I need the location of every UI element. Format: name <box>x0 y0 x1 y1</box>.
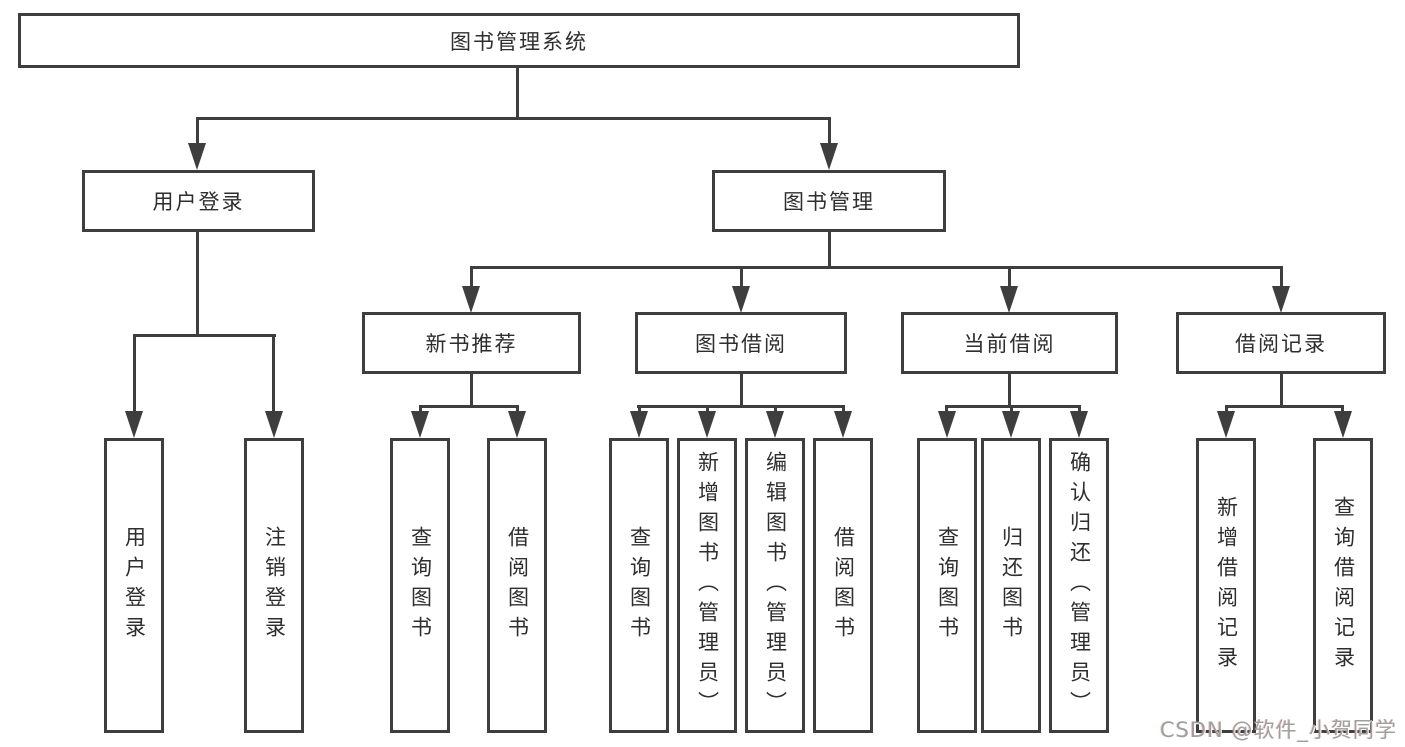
arrow-to-current-borrowing <box>1000 286 1018 313</box>
csdn-watermark: CSDN @软件_小贺同学 <box>1159 718 1397 742</box>
leaf-user-login-label: 用户登录 <box>122 525 147 646</box>
node-root: 图书管理系统 <box>18 13 1020 68</box>
leaf-query-borrow-record-label: 查询借阅记录 <box>1331 495 1356 676</box>
node-current-borrowing: 当前借阅 <box>901 312 1118 374</box>
leaf-borrow-books: 借阅图书 <box>813 438 873 733</box>
connector-leaf3-stem <box>419 405 422 413</box>
leaf-borrow-books-recommend: 借阅图书 <box>487 438 547 733</box>
arrow-to-book-borrowing <box>732 286 750 313</box>
connector-borrowing-records-arrow-stem <box>1279 266 1283 288</box>
node-book-management-label: 图书管理 <box>783 190 875 214</box>
arrow-to-leaf-query-books-recommend <box>411 411 429 438</box>
node-book-borrowing: 图书借阅 <box>635 312 847 374</box>
connector-leaf4-stem <box>516 405 519 413</box>
connector-user-leaves-hbar <box>133 334 276 337</box>
leaf-user-login: 用户登录 <box>104 438 164 733</box>
leaf-return-books-label: 归还图书 <box>999 525 1024 646</box>
connector-leaf11-stem <box>1078 405 1081 413</box>
connector-leaf7-stem <box>774 405 777 413</box>
connector-leaf5-stem <box>638 405 641 413</box>
arrow-to-leaf-return-books <box>1002 411 1020 438</box>
leaf-query-books-recommend: 查询图书 <box>390 438 450 733</box>
node-root-label: 图书管理系统 <box>450 29 588 54</box>
connector-leaf-logout-stem <box>272 334 275 412</box>
connector-borrowing-records-down-stem <box>1279 374 1283 407</box>
connector-leaf8-stem <box>842 405 845 413</box>
leaf-edit-books-admin: 编辑图书（管理员） <box>745 438 805 733</box>
arrow-to-leaf-logout <box>265 411 283 438</box>
leaf-query-books-recommend-label: 查询图书 <box>408 525 433 646</box>
arrow-to-user-login <box>188 143 206 170</box>
leaf-query-books-borrowing: 查询图书 <box>609 438 669 733</box>
arrow-to-leaf-borrow-books-recommend <box>508 411 526 438</box>
leaf-query-books-current: 查询图书 <box>917 438 977 733</box>
connector-book-borrowing-down-stem <box>739 374 743 407</box>
arrow-to-leaf-add-borrow-record <box>1217 411 1235 438</box>
connector-current-borrowing-down-stem <box>1008 374 1011 407</box>
connector-book-borrowing-leaves-hbar <box>637 405 844 408</box>
connector-new-book-leaves-hbar <box>419 405 519 408</box>
node-user-login-label: 用户登录 <box>152 190 245 214</box>
connector-new-book-down-stem <box>470 374 473 407</box>
node-new-book-recommendation-label: 新书推荐 <box>425 332 518 356</box>
leaf-logout: 注销登录 <box>244 438 304 733</box>
connector-level2-hbar <box>196 117 830 120</box>
connector-leaf-user-login-stem <box>133 334 136 412</box>
arrow-to-leaf-confirm-return-admin <box>1070 411 1088 438</box>
node-new-book-recommendation: 新书推荐 <box>362 312 581 374</box>
connector-level3-hbar <box>470 266 1282 269</box>
arrow-to-new-book-recommendation <box>462 286 480 313</box>
connector-user-login-down-stem <box>195 232 199 335</box>
arrow-to-borrowing-records <box>1272 286 1290 313</box>
leaf-confirm-return-admin: 确认归还（管理员） <box>1049 438 1109 733</box>
arrow-to-leaf-query-borrow-record <box>1334 411 1352 438</box>
arrow-to-leaf-query-books-current <box>938 411 956 438</box>
leaf-query-books-current-label: 查询图书 <box>935 525 960 646</box>
leaf-edit-books-admin-label: 编辑图书（管理员） <box>763 450 788 721</box>
connector-borrowing-records-leaves-hbar <box>1225 405 1343 408</box>
connector-current-borrowing-arrow-stem <box>1008 266 1011 288</box>
node-current-borrowing-label: 当前借阅 <box>963 332 1056 356</box>
leaf-logout-label: 注销登录 <box>262 525 287 646</box>
connector-new-book-arrow-stem <box>470 266 473 288</box>
leaf-add-books-admin: 新增图书（管理员） <box>677 438 737 733</box>
arrow-to-leaf-query-books-borrowing <box>630 411 648 438</box>
leaf-confirm-return-admin-label: 确认归还（管理员） <box>1067 450 1092 721</box>
connector-leaf10-stem <box>1010 405 1013 413</box>
connector-leaf12-stem <box>1225 405 1228 413</box>
leaf-query-books-borrowing-label: 查询图书 <box>627 525 652 646</box>
connector-leaf13-stem <box>1341 405 1344 413</box>
node-user-login: 用户登录 <box>82 170 315 232</box>
leaf-borrow-books-recommend-label: 借阅图书 <box>505 525 530 646</box>
node-book-borrowing-label: 图书借阅 <box>695 332 787 356</box>
connector-leaf9-stem <box>945 405 948 413</box>
arrow-to-book-mgmt <box>820 143 838 170</box>
connector-root-stem <box>515 68 519 117</box>
node-borrowing-records: 借阅记录 <box>1176 312 1386 374</box>
leaf-add-borrow-record: 新增借阅记录 <box>1196 438 1256 733</box>
arrow-to-leaf-borrow-books <box>834 411 852 438</box>
connector-leaf6-stem <box>706 405 709 413</box>
arrow-to-leaf-add-books-admin <box>698 411 716 438</box>
leaf-query-borrow-record: 查询借阅记录 <box>1313 438 1373 733</box>
node-borrowing-records-label: 借阅记录 <box>1235 332 1327 356</box>
arrow-to-leaf-user-login <box>125 411 143 438</box>
connector-user-login-arrow-stem <box>195 117 199 145</box>
connector-book-mgmt-down-stem <box>827 232 831 267</box>
leaf-return-books: 归还图书 <box>981 438 1041 733</box>
node-book-management: 图书管理 <box>712 170 946 232</box>
leaf-add-books-admin-label: 新增图书（管理员） <box>695 450 720 721</box>
arrow-to-leaf-edit-books-admin <box>766 411 784 438</box>
leaf-add-borrow-record-label: 新增借阅记录 <box>1214 495 1239 676</box>
leaf-borrow-books-label: 借阅图书 <box>831 525 856 646</box>
connector-book-borrowing-arrow-stem <box>739 266 743 288</box>
connector-book-mgmt-arrow-stem <box>827 117 831 145</box>
